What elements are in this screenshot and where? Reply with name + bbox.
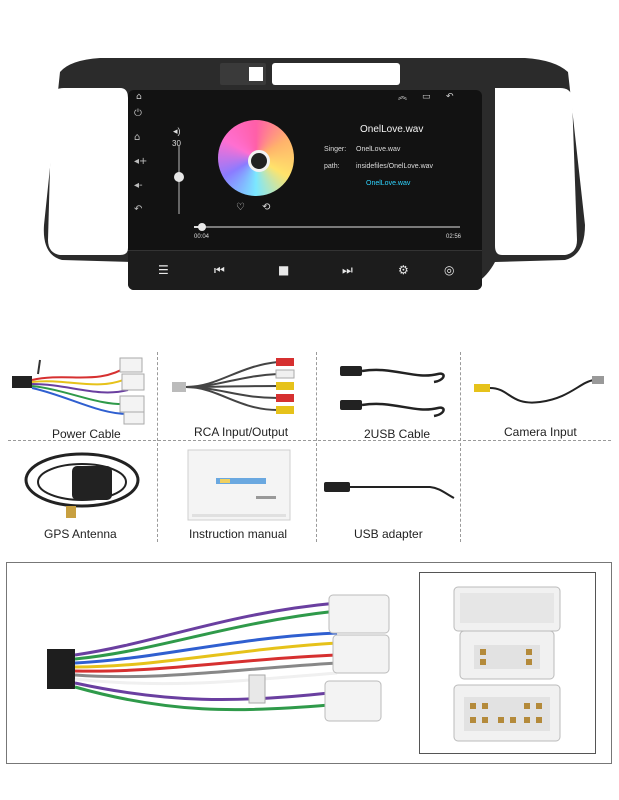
volume-up-icon[interactable]: ◂+ [134,156,148,167]
grid-divider [316,352,317,542]
power-cable-image [12,357,145,425]
window-icon[interactable]: ▭ [422,92,431,102]
grid-divider [157,352,158,542]
grid-divider [8,440,611,441]
power-cable-label: Power Cable [52,427,121,441]
equalizer-icon[interactable]: ◎ [444,263,455,277]
wiring-harness-panel [6,562,612,764]
instruction-manual-label: Instruction manual [189,527,288,541]
album-art [218,120,294,196]
screen[interactable]: ⌂ ︽ ▭ ↶ ⏻ ⌂ ◂+ ◂- ↶ ◂) 30 OnelLove.wav S… [128,90,482,290]
previous-icon[interactable]: ⏮ [214,263,225,277]
back-icon[interactable]: ↶ [446,92,454,102]
usb-adapter-label: USB adapter [354,527,423,541]
playlist-icon[interactable]: ☰ [158,263,169,277]
heart-icon[interactable]: ♡ [236,202,245,213]
path-value: insidefiles/OnelLove.wav [356,163,434,170]
singer-label: Singer: [324,146,347,153]
settings-icon[interactable]: ⚙ [398,263,409,277]
side-bar: ⏻ ⌂ ◂+ ◂- ↶ [134,104,150,224]
connector-detail-panel [419,572,596,754]
camera-input-label: Camera Input [504,425,577,439]
connector-detail-image [453,586,561,742]
volume-slider-knob[interactable] [174,171,184,182]
wiring-harness-image [47,594,390,722]
accessories-grid: Power Cable RCA Input/Output 2USB Cable … [8,352,611,542]
progress-bar[interactable] [194,223,460,231]
back-icon[interactable]: ↶ [134,204,143,215]
song-title: OnelLove.wav [360,124,424,135]
stop-icon[interactable]: ■ [278,263,290,277]
navigation-icon[interactable]: ︽ [398,92,408,102]
gps-antenna-image [24,452,140,518]
power-icon[interactable]: ⏻ [134,108,142,119]
rca-cable-label: RCA Input/Output [194,425,289,439]
singer-value: OnelLove.wav [356,146,401,153]
next-icon[interactable]: ⏭ [342,263,353,277]
status-bar: ⌂ ︽ ▭ ↶ [128,90,482,104]
home-icon[interactable]: ⌂ [136,92,142,102]
progress-knob[interactable] [197,223,206,231]
repeat-icon[interactable]: ⟲ [262,202,271,213]
volume-value: 30 [172,139,181,148]
grid-divider [460,352,461,542]
control-bar: ☰ ⏮ ■ ⏭ ⚙ ◎ [128,250,482,290]
elapsed-time: 00:04 [194,234,210,240]
gps-antenna-label: GPS Antenna [44,527,117,541]
speaker-icon: ◂) [173,126,181,136]
now-playing: OnelLove.wav [366,180,411,187]
rca-cable-image [172,358,295,414]
head-unit: ⌂ ︽ ▭ ↶ ⏻ ⌂ ◂+ ◂- ↶ ◂) 30 OnelLove.wav S… [40,50,585,298]
total-time: 02:56 [446,234,462,240]
usb-cable-image [340,366,445,418]
path-label: path: [324,163,340,170]
volume-down-icon[interactable]: ◂- [134,180,143,191]
home-icon[interactable]: ⌂ [134,132,141,143]
usb-cable-label: 2USB Cable [364,427,431,441]
usb-adapter-image [324,482,455,499]
camera-input-image [474,376,604,404]
instruction-manual-image [187,449,291,521]
